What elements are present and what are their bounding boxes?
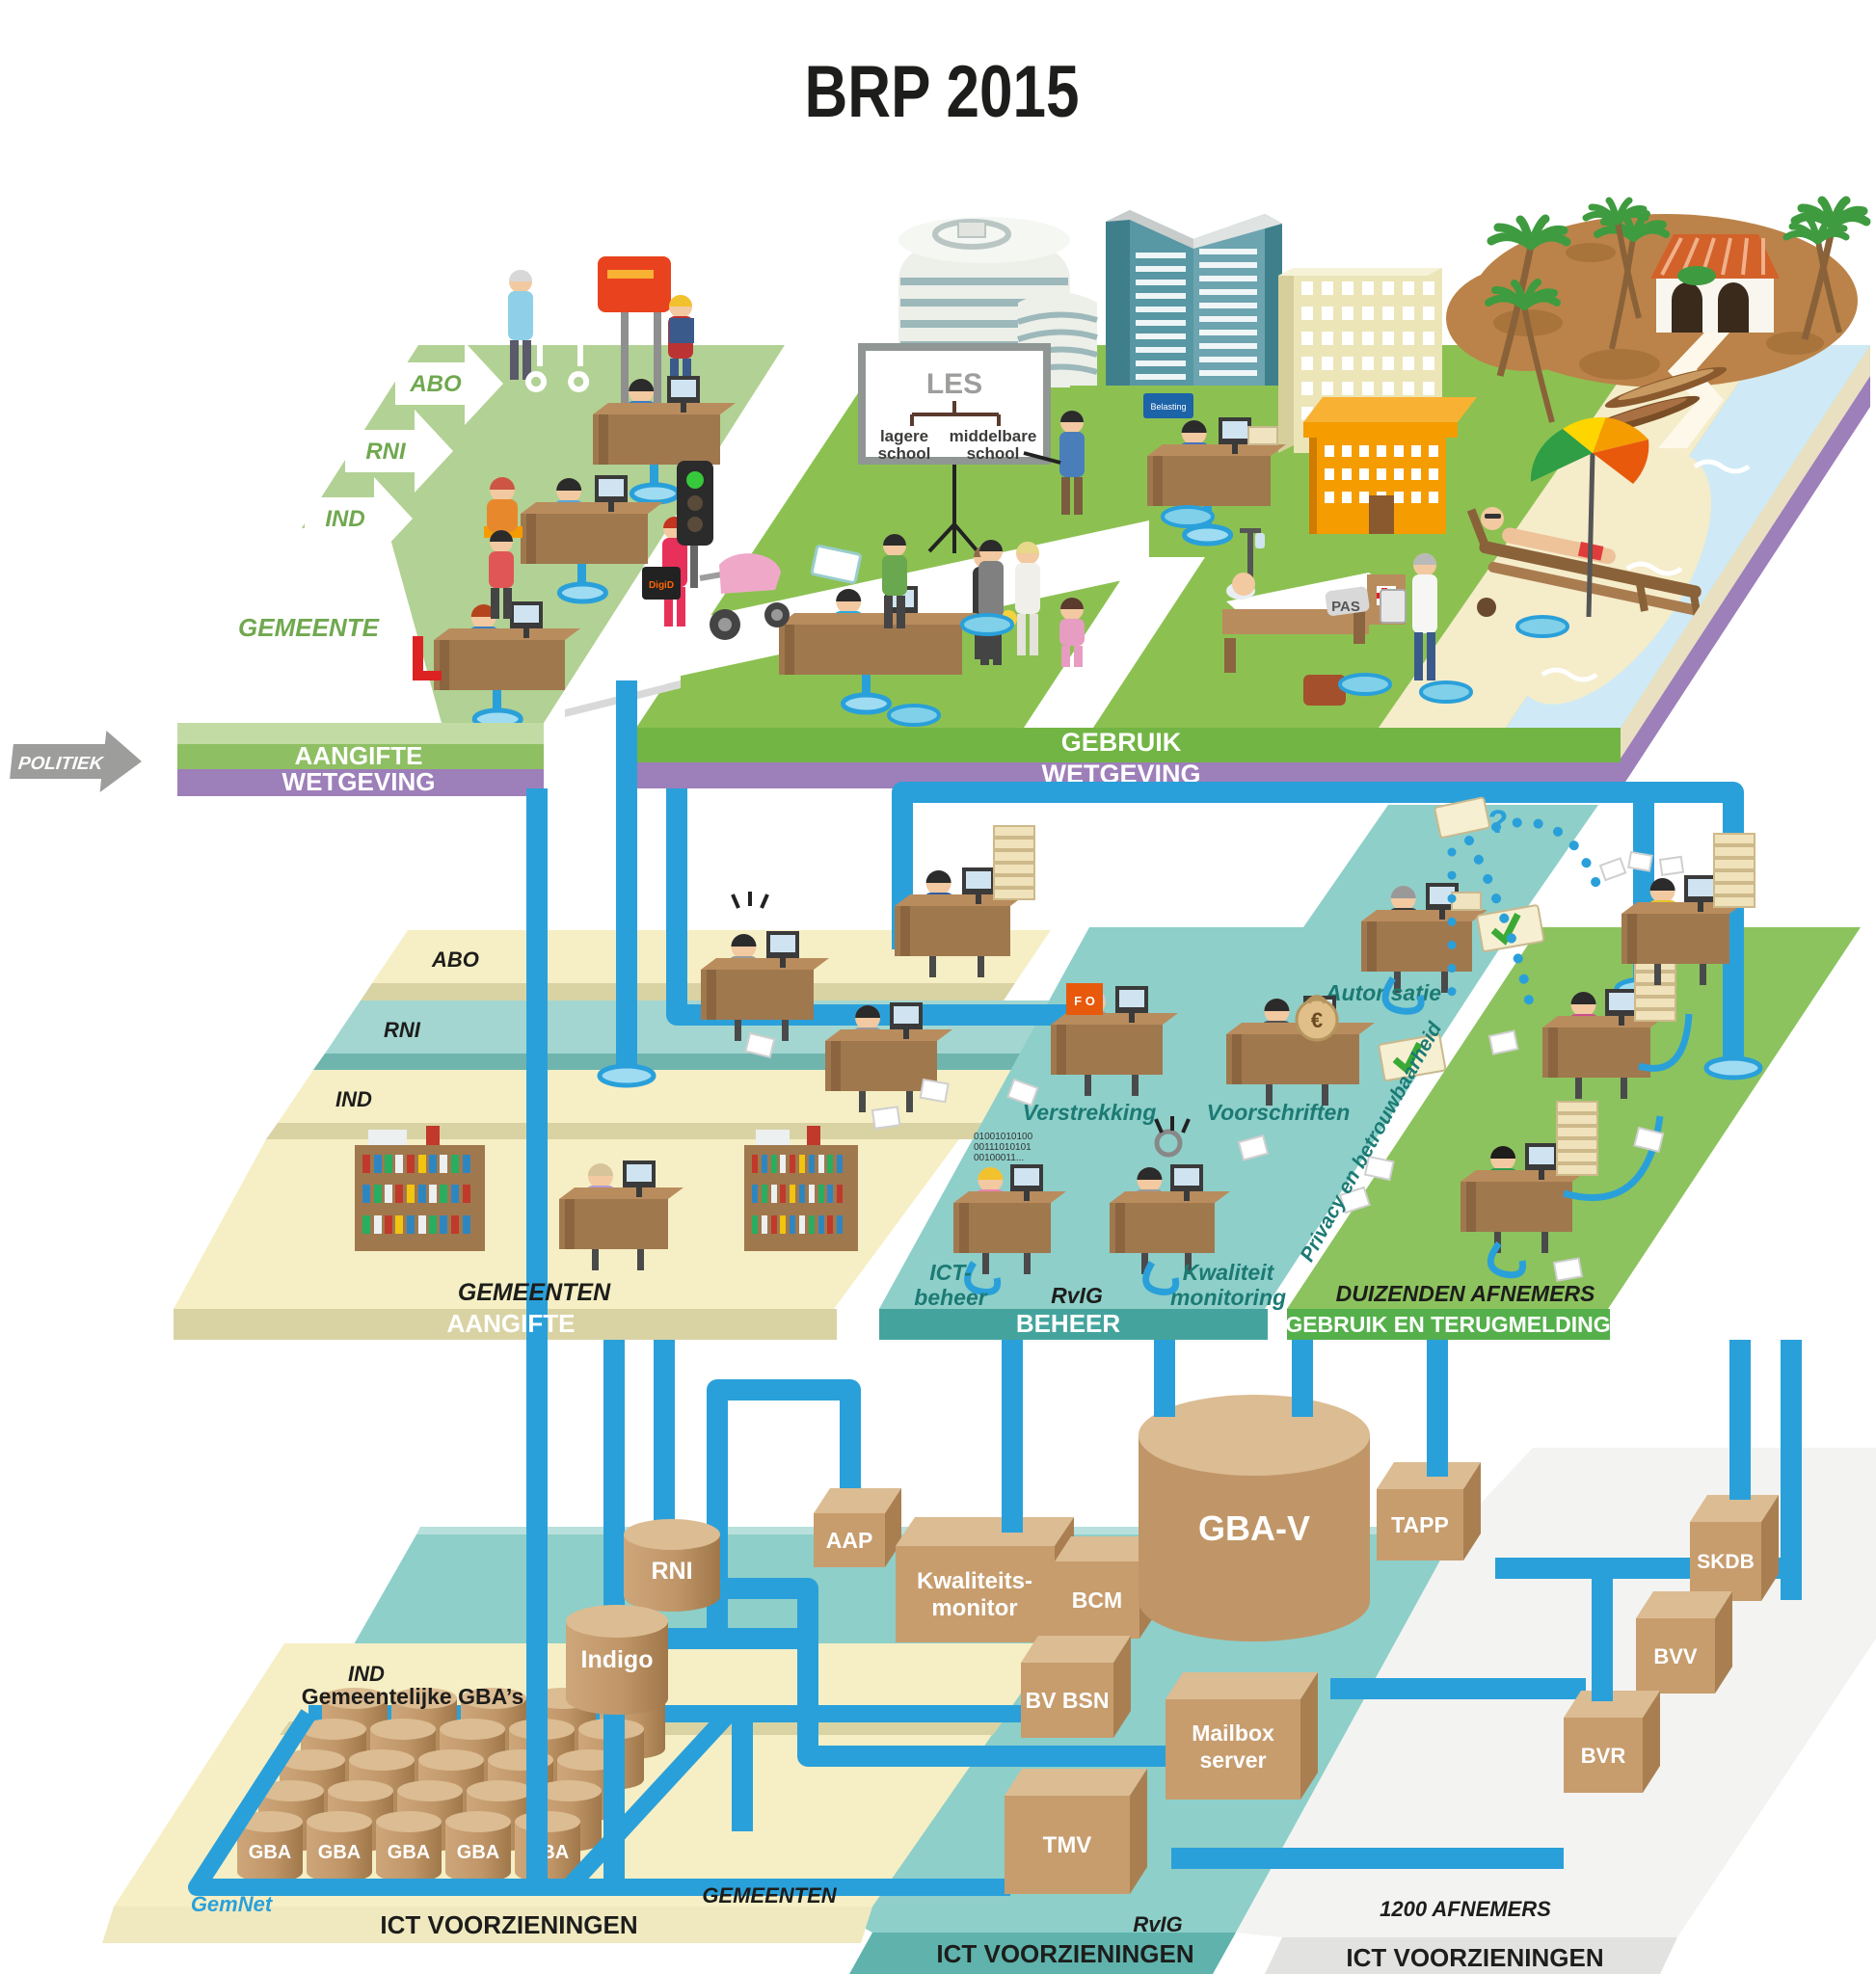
svg-text:ABO: ABO	[409, 371, 462, 397]
svg-text:middelbare: middelbare	[950, 427, 1037, 445]
svg-text:beheer: beheer	[914, 1285, 987, 1310]
svg-text:GBA: GBA	[457, 1842, 499, 1863]
svg-text:01001010100: 01001010100	[974, 1132, 1033, 1142]
svg-text:GBA: GBA	[388, 1842, 430, 1863]
svg-text:00111010101: 00111010101	[974, 1142, 1032, 1153]
svg-text:ICT VOORZIENINGEN: ICT VOORZIENINGEN	[936, 1939, 1193, 1968]
svg-text:Verstrekking: Verstrekking	[1023, 1100, 1157, 1125]
svg-text:RvIG: RvIG	[1051, 1283, 1103, 1308]
svg-text:GEBRUIK: GEBRUIK	[1061, 728, 1182, 757]
svg-text:€: €	[1311, 1008, 1323, 1032]
svg-text:PAS: PAS	[1331, 599, 1360, 615]
svg-text:RNI: RNI	[651, 1558, 692, 1585]
svg-text:Kwaliteit: Kwaliteit	[1183, 1260, 1275, 1285]
svg-text:Kwaliteits-: Kwaliteits-	[917, 1568, 1032, 1594]
svg-text:ICT VOORZIENINGEN: ICT VOORZIENINGEN	[1346, 1943, 1603, 1972]
svg-text:TMV: TMV	[1043, 1832, 1092, 1858]
svg-text:DUIZENDEN AFNEMERS: DUIZENDEN AFNEMERS	[1336, 1281, 1595, 1306]
svg-text:LES: LES	[926, 368, 982, 400]
svg-text:monitor: monitor	[931, 1595, 1017, 1621]
svg-text:BVR: BVR	[1581, 1744, 1626, 1768]
svg-text:00100011...: 00100011...	[974, 1153, 1024, 1163]
svg-text:school: school	[967, 444, 1020, 463]
svg-text:Belasting: Belasting	[1150, 402, 1186, 412]
svg-text:IND: IND	[348, 1662, 385, 1686]
svg-text:ABO: ABO	[431, 947, 479, 972]
svg-text:GBA-V: GBA-V	[1198, 1508, 1310, 1548]
svg-text:SKDB: SKDB	[1697, 1551, 1755, 1573]
svg-text:AANGIFTE: AANGIFTE	[447, 1309, 576, 1338]
svg-text:BV BSN: BV BSN	[1026, 1688, 1110, 1713]
svg-text:monitoring: monitoring	[1170, 1285, 1286, 1310]
svg-text:GEMEENTE: GEMEENTE	[238, 613, 380, 642]
svg-text:RNI: RNI	[384, 1018, 421, 1042]
svg-text:DigiD: DigiD	[649, 580, 674, 591]
svg-text:Voorschriften: Voorschriften	[1207, 1100, 1351, 1125]
svg-text:1200 AFNEMERS: 1200 AFNEMERS	[1380, 1897, 1551, 1921]
svg-text:ICT VOORZIENINGEN: ICT VOORZIENINGEN	[380, 1910, 637, 1939]
svg-text:GBA: GBA	[318, 1842, 361, 1863]
svg-text:GEBRUIK EN TERUGMELDING: GEBRUIK EN TERUGMELDING	[1285, 1312, 1610, 1337]
svg-text:IND: IND	[325, 506, 364, 532]
svg-text:POLITIEK: POLITIEK	[17, 754, 105, 774]
svg-text:Mailbox: Mailbox	[1192, 1721, 1274, 1746]
svg-text:server: server	[1199, 1747, 1266, 1773]
svg-text:lagere: lagere	[880, 427, 928, 445]
svg-text:Gemeentelijke GBA’s: Gemeentelijke GBA’s	[302, 1684, 524, 1709]
svg-text:WETGEVING: WETGEVING	[282, 767, 436, 796]
svg-text:GEMEENTEN: GEMEENTEN	[702, 1883, 837, 1907]
svg-text:Indigo: Indigo	[581, 1646, 654, 1673]
svg-text:AAP: AAP	[826, 1528, 873, 1553]
svg-text:ICT-: ICT-	[929, 1260, 971, 1285]
svg-text:school: school	[878, 444, 931, 463]
svg-text:GemNet: GemNet	[191, 1892, 274, 1916]
svg-text:BVV: BVV	[1653, 1644, 1698, 1668]
svg-text:TAPP: TAPP	[1391, 1512, 1449, 1537]
svg-text:IND: IND	[335, 1087, 372, 1111]
svg-text:GBA: GBA	[249, 1842, 291, 1863]
svg-text:BEHEER: BEHEER	[1016, 1309, 1121, 1338]
svg-text:F O: F O	[1074, 994, 1095, 1008]
svg-text:GEMEENTEN: GEMEENTEN	[458, 1279, 611, 1306]
svg-text:AANGIFTE: AANGIFTE	[295, 741, 423, 770]
svg-text:BCM: BCM	[1072, 1587, 1122, 1613]
svg-text:?: ?	[1488, 804, 1509, 840]
svg-text:RNI: RNI	[365, 439, 407, 465]
svg-text:RvIG: RvIG	[1133, 1912, 1182, 1936]
svg-text:BRP 2015: BRP 2015	[805, 51, 1080, 133]
